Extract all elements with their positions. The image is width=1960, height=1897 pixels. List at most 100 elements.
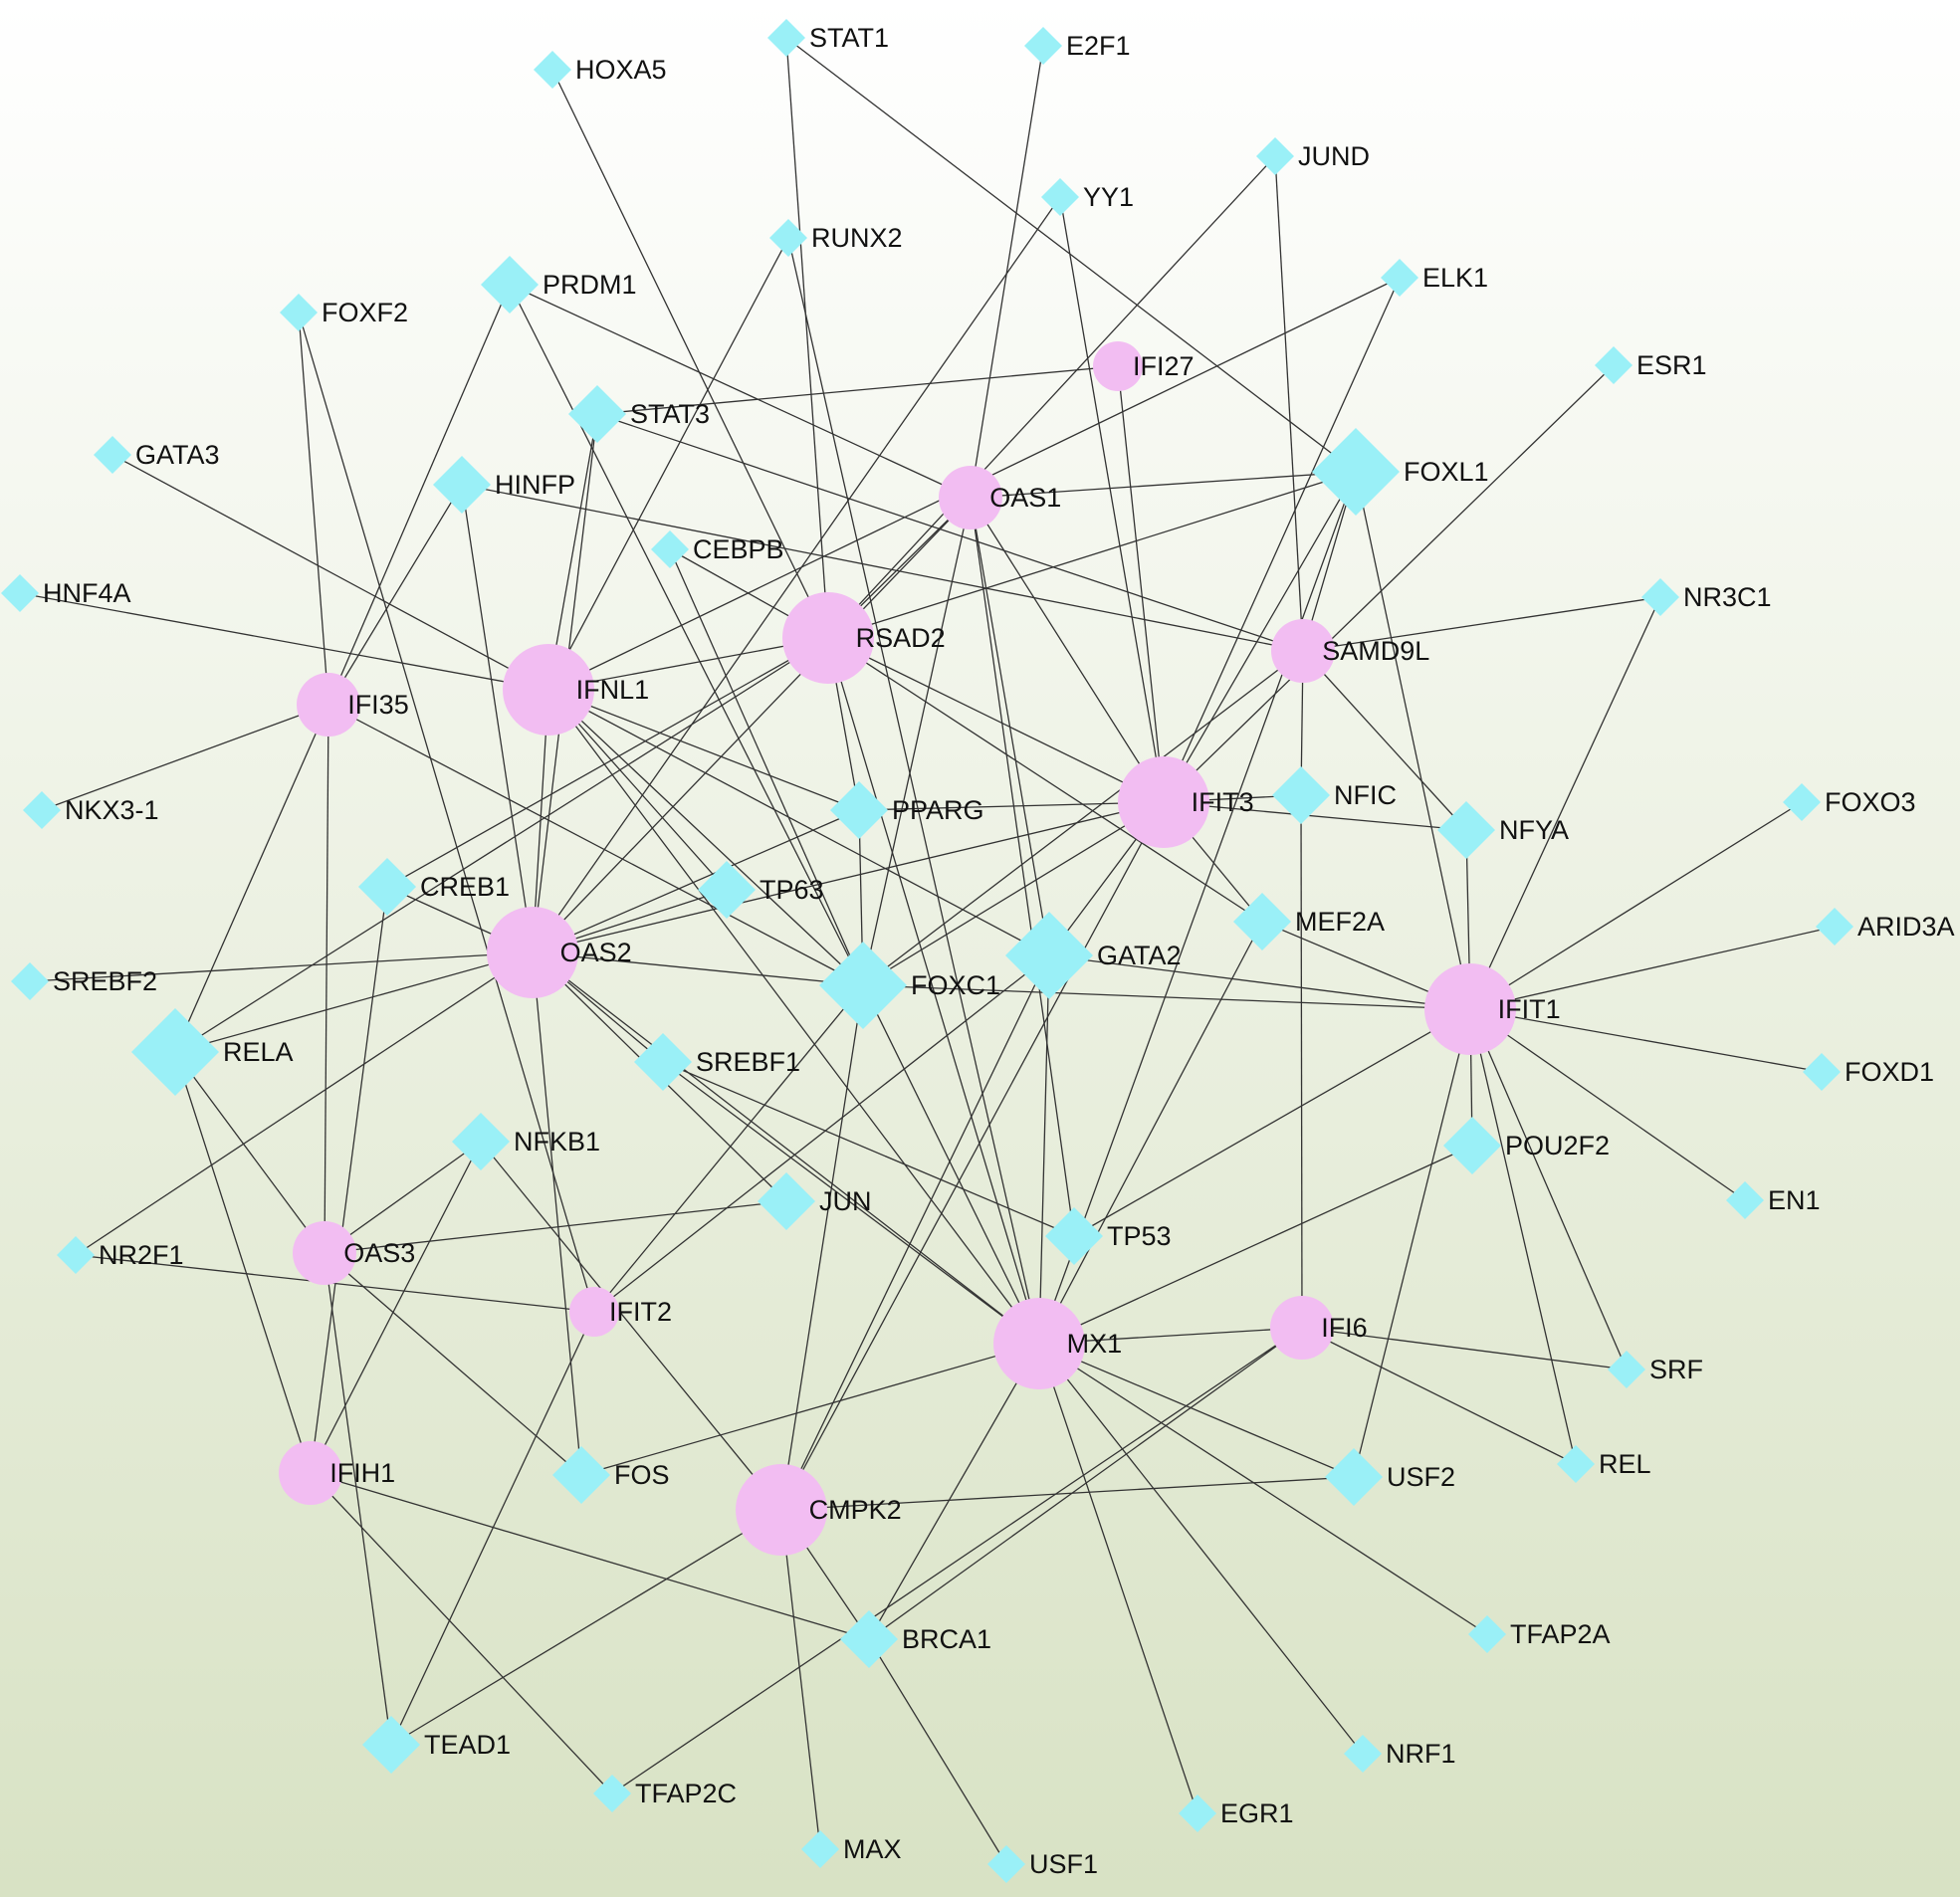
node-jund[interactable]: [1256, 137, 1294, 175]
node-ifit1[interactable]: [1424, 963, 1516, 1055]
node-srebf1[interactable]: [634, 1033, 692, 1091]
edge-rela-ifih1: [174, 1051, 312, 1474]
node-fos[interactable]: [552, 1446, 610, 1504]
edge-yy1-ifit3: [1059, 196, 1165, 803]
node-nfkb1[interactable]: [452, 1113, 510, 1170]
node-foxl1[interactable]: [1312, 428, 1400, 516]
edge-jund-rsad2: [827, 155, 1276, 639]
node-rsad2[interactable]: [782, 592, 874, 684]
node-nfic[interactable]: [1272, 766, 1330, 824]
node-brca1[interactable]: [840, 1610, 898, 1668]
edge-gata2-cmpk2: [780, 954, 1050, 1511]
edge-ifi6-rel: [1301, 1327, 1577, 1465]
node-mx1[interactable]: [993, 1298, 1085, 1389]
node-tead1[interactable]: [362, 1716, 420, 1774]
node-mef2a[interactable]: [1233, 893, 1291, 950]
node-nfya[interactable]: [1437, 801, 1495, 859]
node-label-srebf1: SREBF1: [696, 1047, 800, 1077]
node-jun[interactable]: [758, 1172, 815, 1230]
node-hoxa5[interactable]: [534, 51, 571, 89]
edge-cebpb-foxc1: [669, 548, 864, 986]
node-stat3[interactable]: [568, 385, 626, 443]
edge-mx1-brca1: [868, 1343, 1040, 1640]
node-gata3[interactable]: [94, 436, 131, 474]
node-arid3a[interactable]: [1816, 908, 1853, 946]
edge-layer: [19, 37, 1836, 1865]
node-e2f1[interactable]: [1024, 27, 1062, 65]
node-hinfp[interactable]: [433, 456, 491, 514]
node-cmpk2[interactable]: [736, 1464, 827, 1556]
node-foxf2[interactable]: [280, 294, 318, 331]
node-usf1[interactable]: [987, 1845, 1025, 1883]
node-gata2[interactable]: [1005, 912, 1093, 999]
node-yy1[interactable]: [1041, 178, 1079, 216]
node-tfap2a[interactable]: [1468, 1615, 1506, 1653]
edge-arid3a-ifit1: [1469, 926, 1836, 1010]
node-hnf4a[interactable]: [1, 574, 39, 612]
node-pou2f2[interactable]: [1443, 1117, 1501, 1174]
node-srf[interactable]: [1608, 1351, 1645, 1388]
edge-ifit3-oas2: [532, 801, 1165, 953]
node-cebpb[interactable]: [651, 530, 689, 568]
edge-gata2-ifit1: [1048, 954, 1471, 1010]
edge-mef2a-mx1: [1038, 921, 1263, 1345]
node-nrf1[interactable]: [1344, 1735, 1382, 1773]
node-ifi35[interactable]: [297, 673, 360, 737]
edge-oas1-oas2: [532, 497, 972, 953]
node-ifit2[interactable]: [569, 1287, 619, 1337]
node-oas3[interactable]: [293, 1221, 356, 1285]
node-en1[interactable]: [1726, 1181, 1764, 1219]
node-tp63[interactable]: [698, 861, 756, 919]
node-foxo3[interactable]: [1783, 783, 1821, 821]
node-max[interactable]: [801, 1830, 839, 1868]
node-foxc1[interactable]: [819, 942, 907, 1029]
edge-ifnl1-gata2: [547, 689, 1050, 956]
node-runx2[interactable]: [769, 219, 807, 257]
node-samd9l[interactable]: [1271, 619, 1335, 683]
edge-pou2f2-mx1: [1038, 1145, 1473, 1345]
node-label-gata3: GATA3: [135, 440, 220, 470]
node-oas2[interactable]: [487, 907, 578, 998]
node-label-brca1: BRCA1: [902, 1624, 991, 1654]
node-creb1[interactable]: [358, 858, 416, 916]
node-ifit3[interactable]: [1118, 756, 1209, 848]
node-nr3c1[interactable]: [1641, 578, 1679, 616]
node-label-egr1: EGR1: [1220, 1798, 1294, 1828]
node-label-ifit2: IFIT2: [609, 1297, 672, 1327]
node-ifi6[interactable]: [1270, 1296, 1334, 1360]
node-rel[interactable]: [1557, 1445, 1595, 1483]
node-nr2f1[interactable]: [57, 1236, 95, 1274]
node-foxd1[interactable]: [1803, 1053, 1841, 1091]
edge-esr1-ifit3: [1163, 364, 1615, 803]
edge-ifnl1-pparg: [547, 689, 860, 811]
edge-hnf4a-ifnl1: [19, 592, 549, 691]
node-prdm1[interactable]: [481, 256, 539, 314]
node-oas1[interactable]: [939, 466, 1002, 529]
node-label-mx1: MX1: [1067, 1329, 1123, 1359]
node-nkx3-1[interactable]: [23, 791, 61, 829]
edge-oas2-foxc1: [532, 951, 864, 986]
node-label-foxl1: FOXL1: [1404, 457, 1489, 487]
edge-ifnl1-foxc1: [547, 689, 864, 986]
edge-ifi6-tfap2c: [611, 1327, 1303, 1794]
node-srebf2[interactable]: [11, 962, 49, 1000]
node-label-en1: EN1: [1768, 1185, 1821, 1215]
node-usf2[interactable]: [1325, 1448, 1383, 1506]
node-esr1[interactable]: [1595, 346, 1633, 384]
node-tp53[interactable]: [1045, 1207, 1103, 1265]
node-label-ifnl1: IFNL1: [576, 675, 650, 705]
node-label-pou2f2: POU2F2: [1505, 1131, 1610, 1160]
edge-foxl1-ifit1: [1355, 471, 1471, 1010]
node-label-esr1: ESR1: [1636, 350, 1707, 380]
node-ifnl1[interactable]: [503, 644, 594, 736]
node-egr1[interactable]: [1179, 1794, 1216, 1832]
node-tfap2c[interactable]: [593, 1775, 631, 1812]
node-ifih1[interactable]: [279, 1441, 342, 1505]
node-pparg[interactable]: [830, 781, 888, 839]
edge-prdm1-oas1: [509, 284, 972, 499]
node-rela[interactable]: [131, 1008, 219, 1096]
node-ifi27[interactable]: [1093, 341, 1143, 391]
node-elk1[interactable]: [1381, 259, 1418, 297]
node-stat1[interactable]: [767, 19, 805, 57]
